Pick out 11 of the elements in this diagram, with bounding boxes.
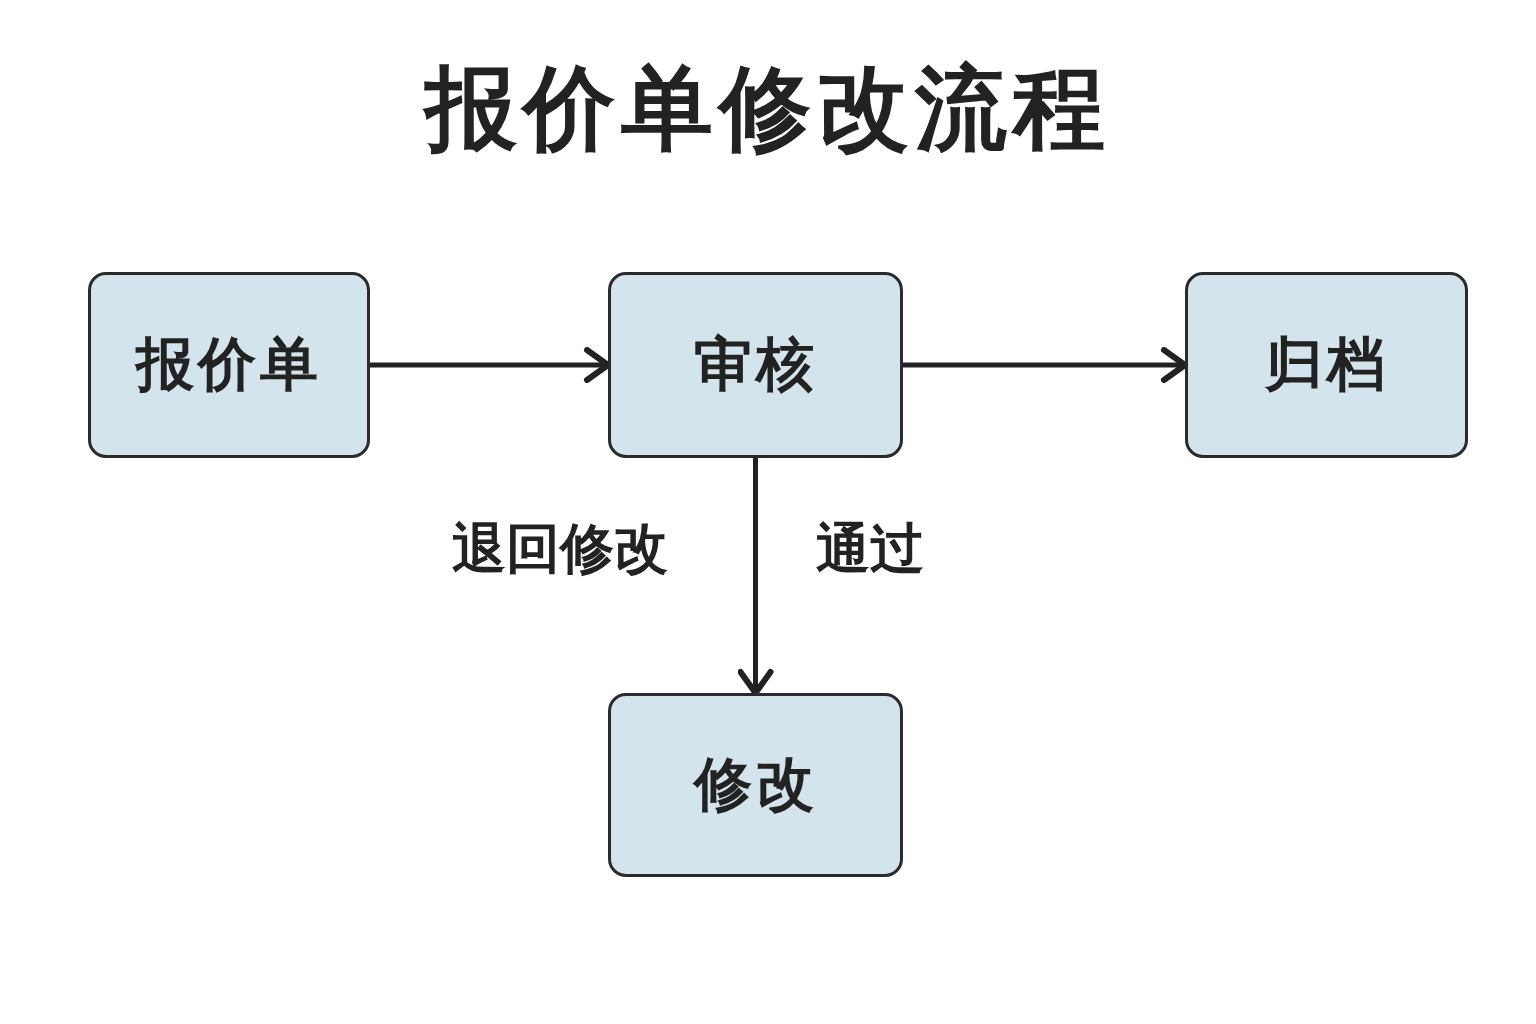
process-box [608,693,903,877]
process-box [88,272,370,458]
flow-label: 通过 [816,522,924,576]
title: 报价单修改流程 [0,58,1536,160]
edge-label: 退回修改 [452,522,668,576]
process-box [608,272,903,458]
box-label: 报价单 [136,329,322,400]
box-label: 修改 [693,749,818,820]
box-label: 审核 [693,329,818,400]
process-box [1185,272,1468,458]
box-label: 归档 [1264,329,1389,400]
